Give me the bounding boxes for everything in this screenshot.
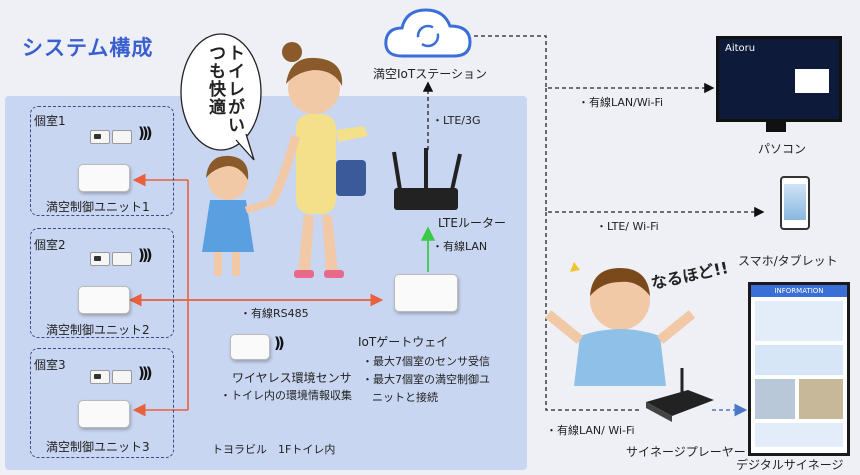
door-sensor-icon (112, 252, 132, 266)
wireless-icon: ))) (138, 364, 152, 382)
control-unit-3-icon (78, 400, 130, 428)
iot-gateway-icon (394, 274, 458, 312)
door-sensor-icon (112, 130, 132, 144)
smartphone-icon (780, 176, 810, 230)
pc-logo: Aitoru (725, 43, 756, 54)
gateway-feature-1: ・最大7個室のセンサ受信 (362, 355, 490, 368)
sensor-title: ワイヤレス環境センサ (232, 371, 352, 385)
cloud-phone-line (545, 88, 765, 218)
boy-illustration (544, 262, 696, 386)
room-2-label: 個室2 (34, 238, 66, 252)
room-1-box (30, 106, 174, 216)
pc-stand (766, 120, 786, 132)
cloud-icon (384, 8, 472, 58)
digital-signage-icon: INFORMATION (748, 282, 850, 456)
diagram-title: システム構成 (22, 36, 154, 60)
player-link-label: ・有線LAN/ Wi-Fi (546, 424, 635, 437)
unit-3-label: 満空制御ユニット3 (46, 440, 150, 454)
lte3g-label: ・LTE/3G (432, 114, 481, 127)
room-2-box (30, 228, 174, 338)
control-unit-2-icon (78, 286, 130, 314)
lte-router-icon (392, 148, 462, 210)
speech-bubble-shape (180, 33, 262, 161)
wireless-icon: ))) (138, 246, 152, 264)
gateway-feature-3: ニットと接続 (372, 391, 438, 404)
door-sensor-icon (112, 370, 132, 384)
gateway-feature-2: ・最大7個室の満空制御ユ (362, 373, 490, 386)
rs485-label: ・有線RS485 (240, 307, 309, 320)
room-1-label: 個室1 (34, 114, 66, 128)
signage-label: デジタルサイネージ (736, 458, 844, 472)
cloud-label: 満空IoTステーション (373, 67, 487, 81)
building-label: トヨラビル 1Fトイレ内 (212, 443, 336, 456)
signage-header: INFORMATION (751, 285, 847, 297)
wired-lan-label: ・有線LAN (432, 240, 488, 253)
cloud-pc-line (474, 35, 715, 94)
phone-link-label: ・LTE/ Wi-Fi (596, 220, 659, 233)
control-unit-1-icon (78, 164, 130, 192)
cloud-player-line (545, 212, 640, 411)
pc-monitor-icon: Aitoru (716, 36, 842, 122)
speech-bubble-text: トイレがいつも快適 (205, 44, 244, 134)
door-sensor-icon (90, 252, 110, 266)
gateway-title: IoTゲートウェイ (358, 335, 449, 349)
player-label: サイネージプレーヤー (626, 445, 746, 459)
router-label: LTEルーター (438, 216, 506, 230)
sensor-desc: ・トイレ内の環境情報収集 (220, 389, 352, 402)
unit-1-label: 満空制御ユニット1 (46, 200, 150, 214)
pc-link-label: ・有線LAN/Wi-Fi (578, 96, 664, 109)
wireless-icon: )) (274, 334, 285, 352)
door-sensor-icon (90, 370, 110, 384)
environment-sensor-icon (230, 334, 270, 360)
pc-label: パソコン (758, 142, 807, 156)
door-sensor-icon (90, 130, 110, 144)
wireless-icon: ))) (138, 124, 152, 142)
unit-2-label: 満空制御ユニット2 (46, 323, 150, 337)
room-3-label: 個室3 (34, 358, 66, 372)
phone-label: スマホ/タブレット (738, 254, 838, 268)
room-3-box (30, 348, 174, 458)
login-panel (795, 69, 829, 93)
signage-player-icon (646, 368, 714, 422)
mother-daughter-illustration (202, 42, 368, 278)
